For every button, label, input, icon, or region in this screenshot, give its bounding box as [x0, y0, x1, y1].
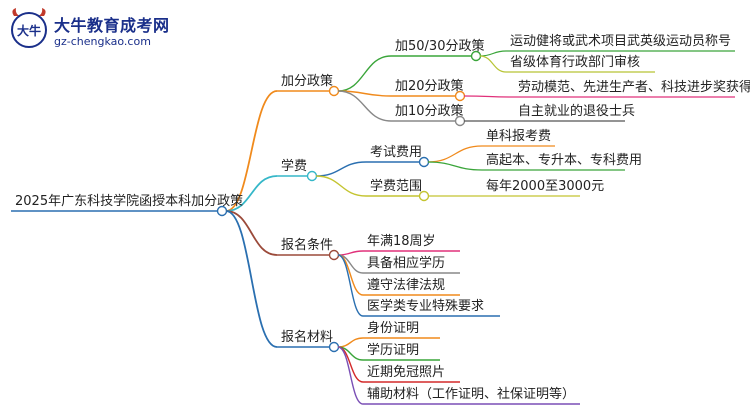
child-node-label: 具备相应学历: [367, 256, 446, 271]
leaf-node-label: 单科报考费: [486, 129, 552, 144]
child-connector: [337, 254, 364, 296]
leaf-connector: [427, 145, 483, 163]
branch-connector: [225, 175, 278, 212]
child-connector: [337, 254, 364, 317]
branch-connector: [225, 210, 278, 348]
child-node-label: 近期免冠照片: [367, 365, 446, 380]
leaf-node-label: 运动健将或武术项目武英级运动员称号: [510, 34, 732, 49]
child-connector: [337, 55, 392, 92]
leaf-connector: [479, 55, 507, 73]
leaf-node-label: 高起本、专升本、专科费用: [486, 153, 643, 168]
child-connector: [315, 175, 367, 197]
logo-mark-text: 大牛: [17, 23, 41, 38]
brand-url[interactable]: gz-chengkao.com: [54, 35, 151, 48]
leaf-node-label: 劳动模范、先进生产者、科技进步奖获得者: [518, 80, 750, 95]
branch-node-label: 报名材料: [281, 330, 334, 345]
branch-node-label: 报名条件: [281, 238, 334, 253]
leaf-connector: [427, 161, 483, 171]
child-connector: [315, 161, 367, 177]
child-node-label: 辅助材料（工作证明、社保证明等）: [367, 387, 576, 402]
child-node-label: 学历证明: [367, 343, 420, 358]
branch-collapse-toggle[interactable]: [306, 170, 318, 182]
child-node-label: 年满18周岁: [367, 234, 436, 249]
child-node-label: 身份证明: [367, 321, 420, 336]
brand-name: 大牛教育成考网: [54, 16, 170, 35]
root-node-label: 2025年广东科技学院函授本科加分政策: [15, 194, 244, 209]
leaf-node-label: 自主就业的退役士兵: [518, 104, 636, 119]
child-node-label: 医学类专业特殊要求: [367, 299, 485, 314]
child-node-label: 考试费用: [370, 145, 423, 160]
child-node-label: 学费范围: [370, 179, 423, 194]
leaf-node-label: 省级体育行政部门审核: [510, 55, 641, 70]
child-connector: [337, 250, 364, 256]
leaf-node-label: 每年2000至3000元: [486, 179, 605, 194]
brand-logo: 大牛 大牛教育成考网 gz-chengkao.com: [6, 6, 176, 52]
branch-node-label: 加分政策: [281, 74, 334, 89]
branch-connector: [225, 90, 278, 212]
child-connector: [337, 346, 364, 405]
child-connector: [337, 337, 364, 348]
bull-logo-icon: 大牛: [11, 8, 47, 48]
child-connector: [337, 90, 392, 122]
child-node-label: 加50/30分政策: [395, 39, 485, 54]
child-node-label: 遵守法律法规: [367, 278, 446, 293]
child-node-label: 加10分政策: [395, 104, 464, 119]
leaf-connector: [463, 95, 515, 98]
branch-node-label: 学费: [281, 159, 308, 174]
child-node-label: 加20分政策: [395, 79, 464, 94]
branch-connector: [225, 210, 278, 256]
